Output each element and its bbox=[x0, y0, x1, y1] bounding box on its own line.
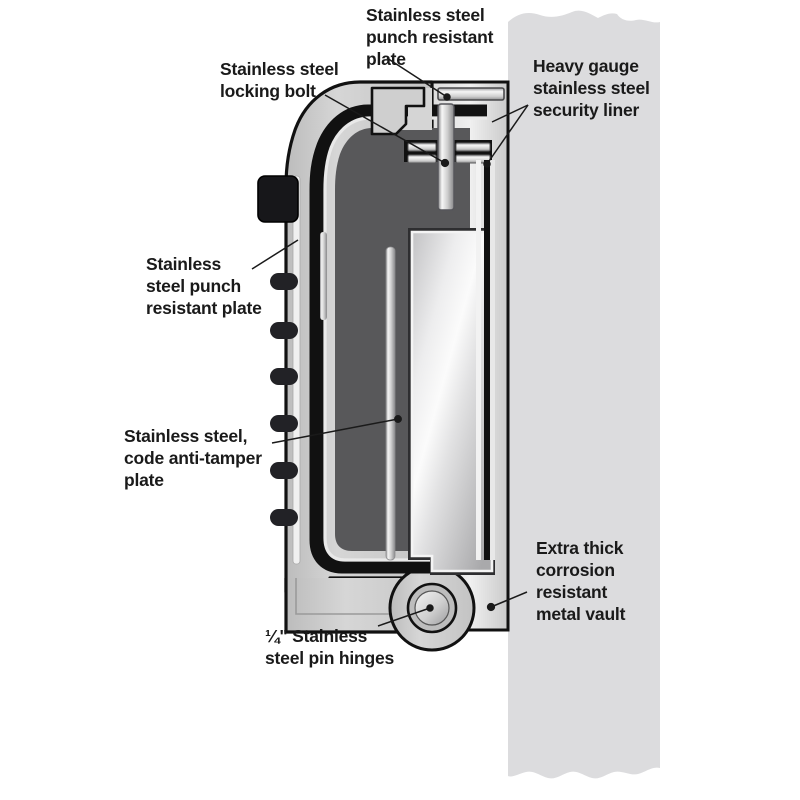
leader-anti-tamper bbox=[271, 418, 399, 444]
callout-punch-resistant-plate-top: Stainless steel punch resistant plate bbox=[366, 5, 494, 69]
keypad-button bbox=[270, 368, 298, 385]
leader-lines bbox=[251, 57, 529, 627]
keypad-button bbox=[270, 415, 298, 432]
callout-metal-vault: Extra thick corrosion resistant metal va… bbox=[536, 538, 626, 624]
keypad-button bbox=[270, 462, 298, 479]
keypad-button bbox=[270, 273, 298, 290]
inner-steel-panel bbox=[408, 228, 495, 575]
top-mechanism bbox=[370, 86, 505, 211]
keypad-buttons[interactable] bbox=[270, 273, 298, 526]
leader-security-liner-b bbox=[486, 104, 529, 165]
keypad-button bbox=[270, 509, 298, 526]
callout-anti-tamper-plate: Stainless steel, code anti-tamper plate bbox=[124, 426, 262, 490]
leader-punch-top bbox=[386, 57, 448, 98]
leader-security-liner-a bbox=[491, 104, 529, 123]
security-liner bbox=[309, 104, 487, 574]
leader-hinges bbox=[377, 607, 431, 627]
callout-locking-bolt: Stainless steel locking bolt bbox=[220, 59, 339, 101]
vault-right-liner bbox=[476, 160, 495, 560]
leader-vault bbox=[490, 591, 528, 608]
callout-punch-resistant-plate-left: Stainless steel punch resistant plate bbox=[146, 254, 262, 318]
leader-locking-bolt bbox=[324, 94, 446, 164]
callout-pin-hinges: ¼" Stainless steel pin hinges bbox=[265, 626, 395, 668]
keypad-button bbox=[270, 322, 298, 339]
display-module[interactable] bbox=[257, 175, 299, 223]
callout-security-liner: Heavy gauge stainless steel security lin… bbox=[533, 56, 650, 120]
leader-punch-left bbox=[251, 239, 299, 270]
wall-section bbox=[508, 10, 660, 779]
anti-tamper-plate bbox=[385, 246, 396, 561]
